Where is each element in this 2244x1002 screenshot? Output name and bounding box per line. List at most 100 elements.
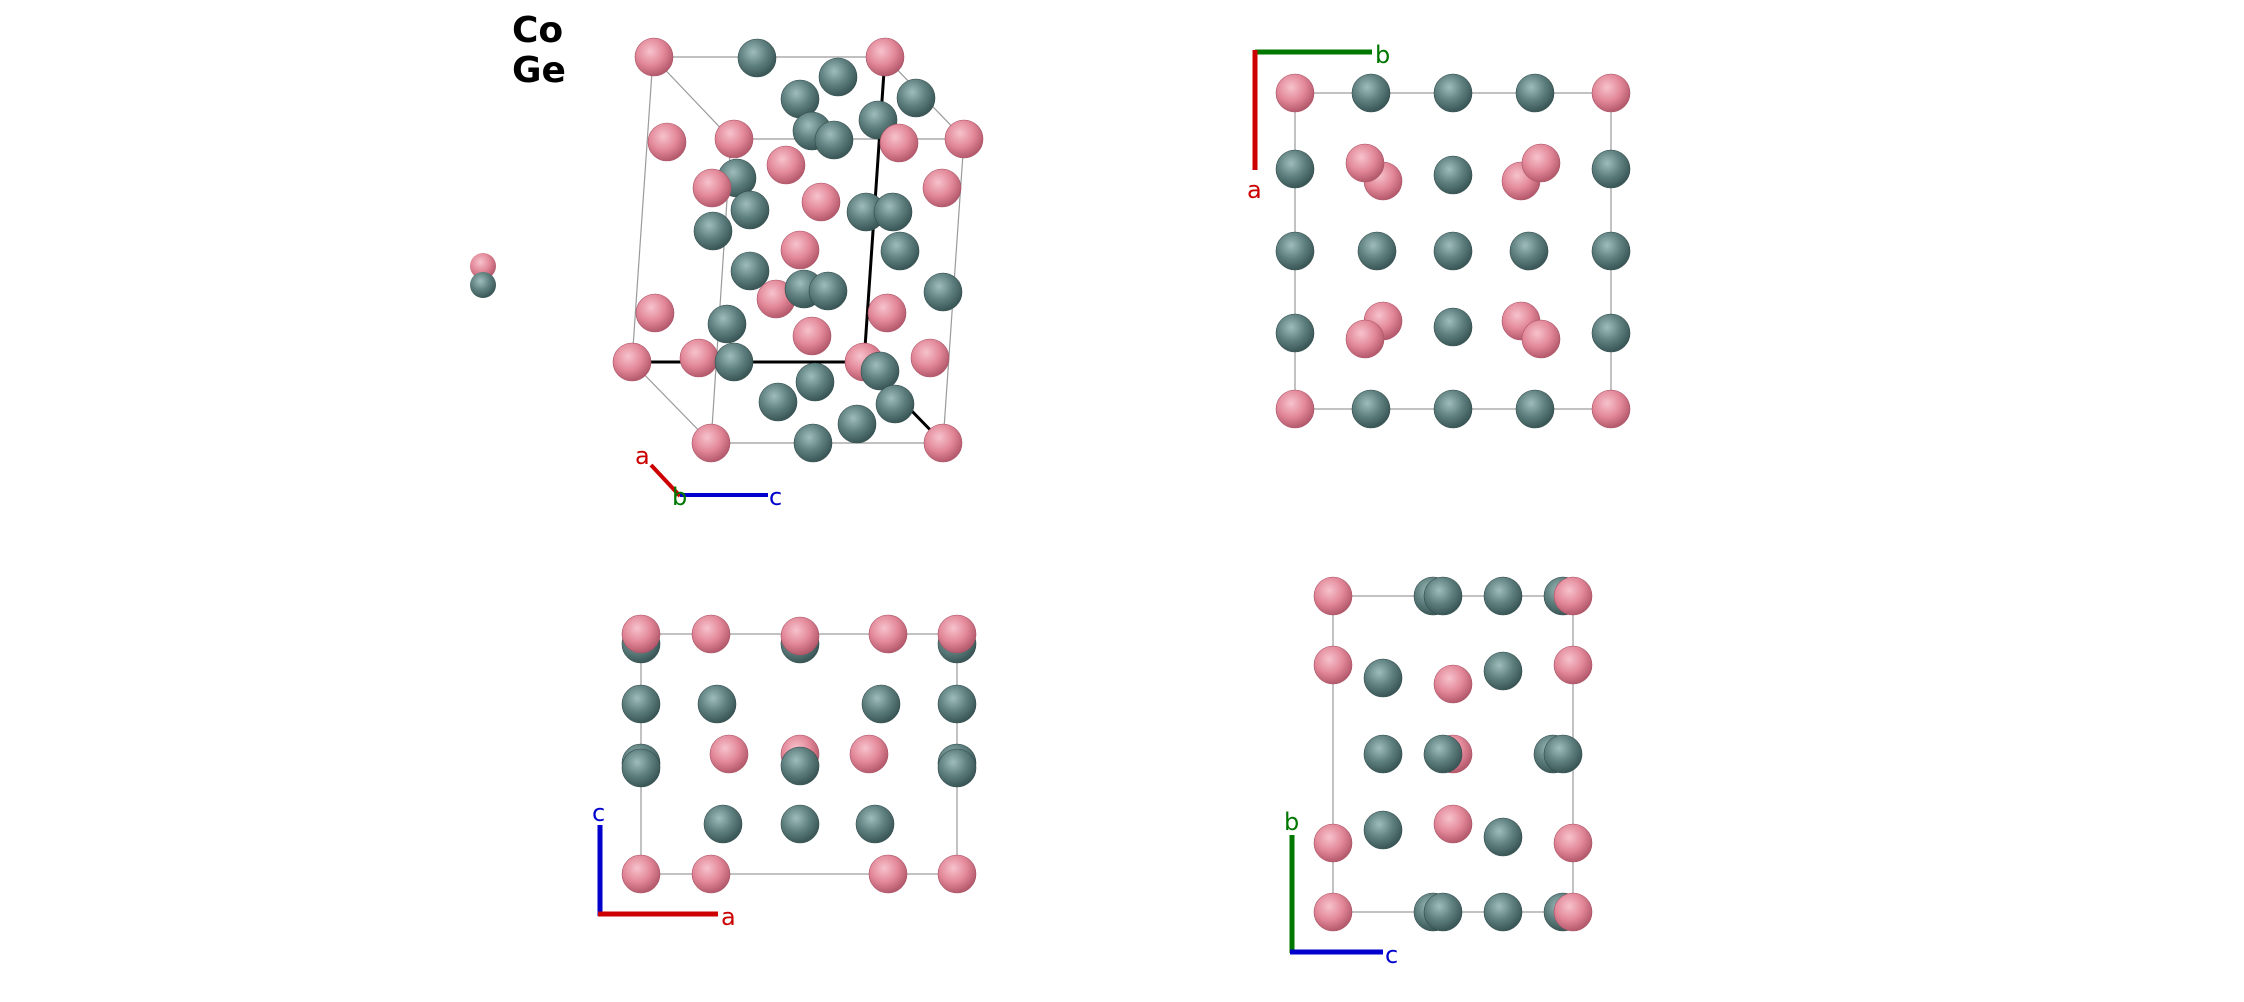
axis-triad-along-a: b c xyxy=(1284,808,1398,969)
co-atom xyxy=(1313,576,1353,616)
co-atom xyxy=(621,854,661,894)
ge-atom xyxy=(860,351,900,391)
co-atom xyxy=(923,423,963,463)
ge-atom xyxy=(737,38,777,78)
atoms-along-c xyxy=(1275,73,1631,429)
ge-atom xyxy=(1363,810,1403,850)
co-atom xyxy=(612,342,652,382)
ge-atom xyxy=(1423,892,1463,932)
co-atom xyxy=(1345,143,1385,183)
co-atom xyxy=(691,614,731,654)
ge-atom xyxy=(707,304,747,344)
axis-a-label: a xyxy=(1247,176,1262,204)
ge-atom xyxy=(1423,734,1463,774)
co-atom xyxy=(1275,73,1315,113)
ge-atom xyxy=(937,748,977,788)
co-atom xyxy=(621,614,661,654)
co-atom xyxy=(1553,645,1593,685)
ge-atom xyxy=(793,423,833,463)
co-atom xyxy=(1313,892,1353,932)
ge-atom xyxy=(1433,231,1473,271)
co-atom xyxy=(1553,823,1593,863)
co-atom xyxy=(849,734,889,774)
legend-swatch-co xyxy=(470,253,496,279)
ge-atom xyxy=(697,684,737,724)
ge-atom xyxy=(1433,73,1473,113)
co-atom xyxy=(714,119,754,159)
ge-atom xyxy=(808,271,848,311)
co-atom xyxy=(1313,645,1353,685)
ge-atom xyxy=(621,748,661,788)
ge-atom xyxy=(1483,817,1523,857)
co-atom xyxy=(922,168,962,208)
ge-atom xyxy=(1515,73,1555,113)
view-along-a: b c xyxy=(1284,576,1593,969)
ge-atom xyxy=(814,120,854,160)
co-atom xyxy=(867,293,907,333)
co-atom xyxy=(944,119,984,159)
atoms-along-b xyxy=(621,614,977,894)
co-atom xyxy=(792,316,832,356)
ge-atom xyxy=(1275,149,1315,189)
co-atom xyxy=(1553,576,1593,616)
ge-atom xyxy=(880,231,920,271)
ge-atom xyxy=(873,192,913,232)
axis-a-label: a xyxy=(635,442,650,470)
ge-atom xyxy=(1275,231,1315,271)
ge-atom xyxy=(730,190,770,230)
ge-atom xyxy=(837,404,877,444)
atoms-perspective xyxy=(612,37,984,463)
axis-a-label: a xyxy=(721,903,736,931)
view-along-b: c a xyxy=(592,614,977,931)
ge-atom xyxy=(1433,307,1473,347)
ge-atom xyxy=(730,251,770,291)
ge-atom xyxy=(1509,231,1549,271)
ge-atom xyxy=(1543,734,1583,774)
ge-atom xyxy=(714,342,754,382)
axis-b-label: b xyxy=(672,483,687,511)
legend-swatch-ge xyxy=(470,272,496,298)
axis-triad-along-c: b a xyxy=(1247,41,1390,204)
ge-atom xyxy=(693,211,733,251)
element-legend: Co Ge xyxy=(470,10,566,298)
axis-a-line xyxy=(649,463,682,498)
co-atom xyxy=(1553,892,1593,932)
ge-atom xyxy=(1591,149,1631,189)
ge-atom xyxy=(1351,389,1391,429)
co-atom xyxy=(801,182,841,222)
ge-atom xyxy=(1483,651,1523,691)
co-atom xyxy=(1521,319,1561,359)
ge-atom xyxy=(1363,734,1403,774)
ge-atom xyxy=(1483,892,1523,932)
co-atom xyxy=(709,734,749,774)
co-atom xyxy=(865,37,905,77)
ge-atom xyxy=(1433,155,1473,195)
co-atom xyxy=(679,338,719,378)
ge-atom xyxy=(818,57,858,97)
co-atom xyxy=(1275,389,1315,429)
ge-atom xyxy=(923,272,963,312)
co-atom xyxy=(1591,389,1631,429)
axis-triad-perspective: a b c xyxy=(635,442,782,511)
axis-triad-along-b: c a xyxy=(592,799,736,931)
view-along-c: b a xyxy=(1247,41,1631,429)
ge-atom xyxy=(1591,313,1631,353)
axis-c-label: c xyxy=(592,799,605,827)
ge-atom xyxy=(703,804,743,844)
co-atom xyxy=(1521,143,1561,183)
co-atom xyxy=(1591,73,1631,113)
co-atom xyxy=(879,123,919,163)
ge-atom xyxy=(1433,389,1473,429)
co-atom xyxy=(766,145,806,185)
co-atom xyxy=(691,423,731,463)
axis-b-label: b xyxy=(1375,41,1390,69)
ge-atom xyxy=(758,382,798,422)
co-atom xyxy=(647,122,687,162)
axis-c-label: c xyxy=(1385,941,1398,969)
ge-atom xyxy=(795,362,835,402)
ge-atom xyxy=(875,384,915,424)
co-atom xyxy=(1345,319,1385,359)
co-atom xyxy=(868,854,908,894)
co-atom xyxy=(1313,823,1353,863)
co-atom xyxy=(692,168,732,208)
